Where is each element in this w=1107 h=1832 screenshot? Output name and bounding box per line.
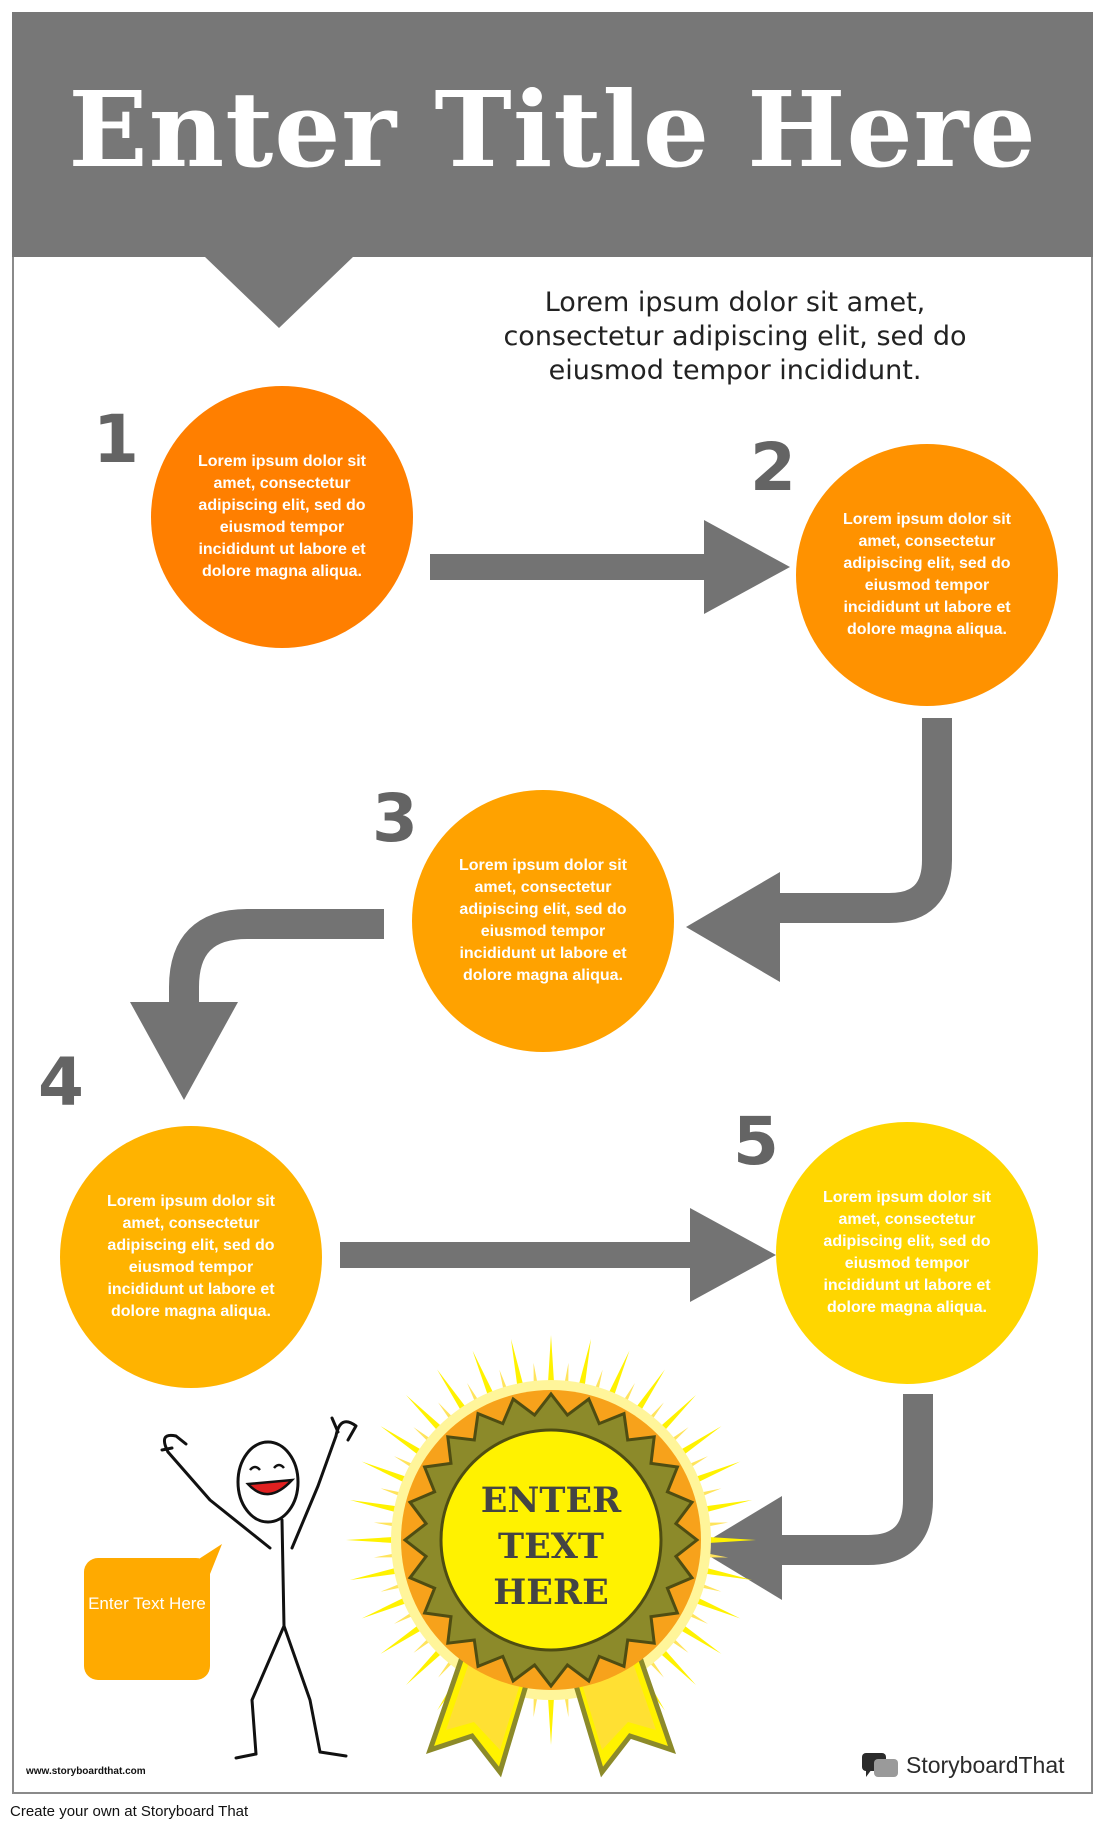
arrow-4-to-5	[340, 1208, 776, 1302]
header-bar	[12, 12, 1093, 257]
step-3-circle: Lorem ipsum dolor sit amet, consectetur …	[412, 790, 674, 1052]
step-2-text: Lorem ipsum dolor sit amet, consectetur …	[842, 511, 1011, 638]
page-title: Enter Title Here	[68, 68, 1037, 191]
step-5-text: Lorem ipsum dolor sit amet, consectetur …	[822, 1189, 991, 1316]
step-4-circle: Lorem ipsum dolor sit amet, consectetur …	[60, 1126, 322, 1388]
speech-bubble-text: Enter Text Here	[88, 1594, 206, 1613]
intro-text: Lorem ipsum dolor sit amet, consectetur …	[503, 287, 967, 386]
step-1-number: 1	[93, 401, 139, 478]
website-watermark: www.storyboardthat.com	[26, 1766, 146, 1777]
step-5-number: 5	[733, 1103, 779, 1180]
header-pointer-triangle	[204, 256, 354, 328]
storyboardthat-logo: StoryboardThat	[860, 1748, 1080, 1782]
stick-figure-mouth	[245, 1478, 296, 1496]
step-1-circle: Lorem ipsum dolor sit amet, consectetur …	[151, 386, 413, 648]
step-4-number: 4	[38, 1044, 84, 1121]
arrow-2-to-3	[686, 718, 952, 982]
step-2-number: 2	[750, 429, 796, 506]
badge-center-disc	[439, 1428, 663, 1652]
arrow-5-to-badge	[696, 1394, 933, 1600]
footer-text: Create your own at Storyboard That	[10, 1803, 249, 1820]
step-5-circle: Lorem ipsum dolor sit amet, consectetur …	[776, 1122, 1038, 1384]
arrow-1-to-2	[430, 520, 790, 614]
step-1-text: Lorem ipsum dolor sit amet, consectetur …	[197, 453, 366, 580]
step-4-text: Lorem ipsum dolor sit amet, consectetur …	[106, 1193, 275, 1320]
step-3-number: 3	[372, 780, 418, 857]
step-2-circle: Lorem ipsum dolor sit amet, consectetur …	[796, 444, 1058, 706]
badge-text: ENTER TEXT HERE	[480, 1480, 622, 1613]
arrow-3-to-4	[130, 909, 384, 1100]
speech-bubble-tail	[188, 1544, 222, 1584]
logo-text: StoryboardThat	[906, 1751, 1065, 1778]
speech-bubble-body	[84, 1558, 210, 1680]
logo-speech-icon	[862, 1753, 898, 1777]
step-3-text: Lorem ipsum dolor sit amet, consectetur …	[458, 857, 627, 984]
header-pointer	[204, 256, 354, 328]
